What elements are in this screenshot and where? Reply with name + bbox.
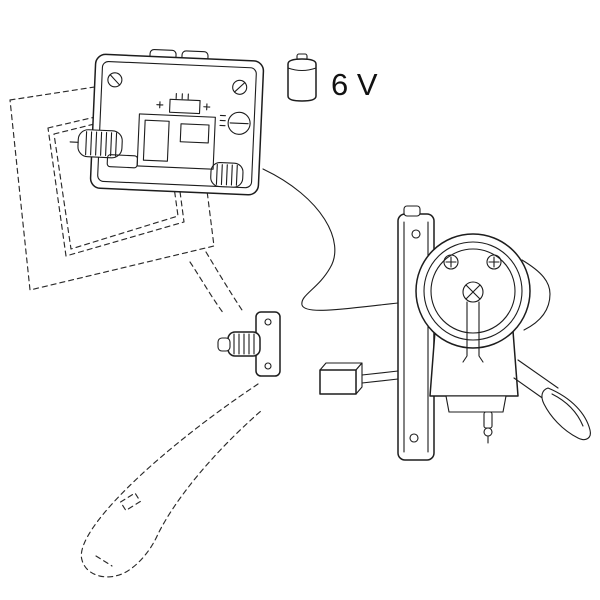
adjustment-dial — [227, 111, 251, 135]
connector-top-face — [319, 362, 363, 371]
lever-paddle-ridge — [551, 393, 584, 427]
polarity-mark-right — [203, 103, 211, 111]
lower-slot — [106, 154, 139, 169]
dip-switch-ticks — [175, 92, 189, 100]
motor-disc-inner — [430, 248, 516, 334]
actuator-pin — [483, 411, 493, 429]
motor-disc-middle — [423, 241, 523, 341]
battery-compartment-slot — [179, 123, 210, 144]
motor-hub — [462, 281, 484, 303]
dip-switch-block — [168, 98, 201, 115]
battery-compartment-cell — [142, 119, 170, 162]
control-unit-inner-plate — [97, 61, 257, 189]
bracket-pivot-axle — [217, 337, 231, 352]
frame-bracket-line-2 — [189, 261, 225, 315]
polarity-mark-left — [156, 101, 164, 109]
motor-hub-cross — [465, 284, 481, 300]
battery-compartment — [136, 113, 216, 170]
motor-disc-outer — [415, 233, 531, 349]
adjustment-dial-slot — [229, 122, 249, 125]
dial-scale-marks — [219, 114, 226, 127]
actuator-back-plate — [397, 213, 435, 461]
control-unit — [69, 48, 265, 196]
corner-screw-top-right-slot — [233, 81, 246, 93]
actuator-unit — [319, 205, 591, 461]
actuator-plate-tab — [403, 205, 421, 217]
connector-cable-wires — [361, 370, 399, 384]
left-adjuster-knurl — [85, 131, 118, 157]
rail-end-tick — [95, 555, 113, 567]
plate-screw-top — [411, 229, 421, 239]
corner-screw-top-left — [107, 72, 123, 88]
connector-front-face — [319, 369, 357, 395]
support-rail-dashed — [80, 383, 263, 578]
motor-side-rim — [521, 259, 551, 331]
battery-voltage-label: 6 V — [331, 67, 378, 102]
cable-curve — [262, 168, 399, 311]
motor-screw-right-cross — [488, 256, 500, 268]
power-connector — [319, 362, 399, 395]
connection-cable — [262, 168, 399, 311]
battery-cap-band — [287, 67, 317, 72]
battery-6v: 6 V — [287, 53, 378, 102]
plate-screw-bottom — [409, 433, 419, 443]
frame-bracket-line-1 — [205, 251, 243, 311]
battery-body — [287, 58, 317, 102]
frame-outer-outline — [9, 71, 215, 291]
rail-clip — [119, 492, 141, 512]
bottom-knob-knurl — [215, 163, 238, 186]
corner-screw-top-left-slot — [109, 74, 121, 86]
hub-push-rods — [462, 301, 484, 363]
rail-loop-outline — [80, 383, 263, 578]
motor-screw-left-cross — [445, 256, 457, 268]
bracket-screw-top — [264, 318, 272, 326]
motor-screw-left — [443, 254, 459, 270]
bracket-screw-bottom — [264, 362, 272, 370]
control-unit-outer-plate — [89, 53, 265, 196]
actuator-pin-ball — [483, 427, 493, 437]
corner-screw-top-right — [232, 79, 248, 95]
rail-mounting-bracket — [217, 311, 281, 377]
bracket-pivot-knurl — [233, 333, 255, 355]
gear-housing-step — [445, 395, 507, 413]
lever-paddle — [541, 387, 591, 441]
motor-screw-right — [486, 254, 502, 270]
